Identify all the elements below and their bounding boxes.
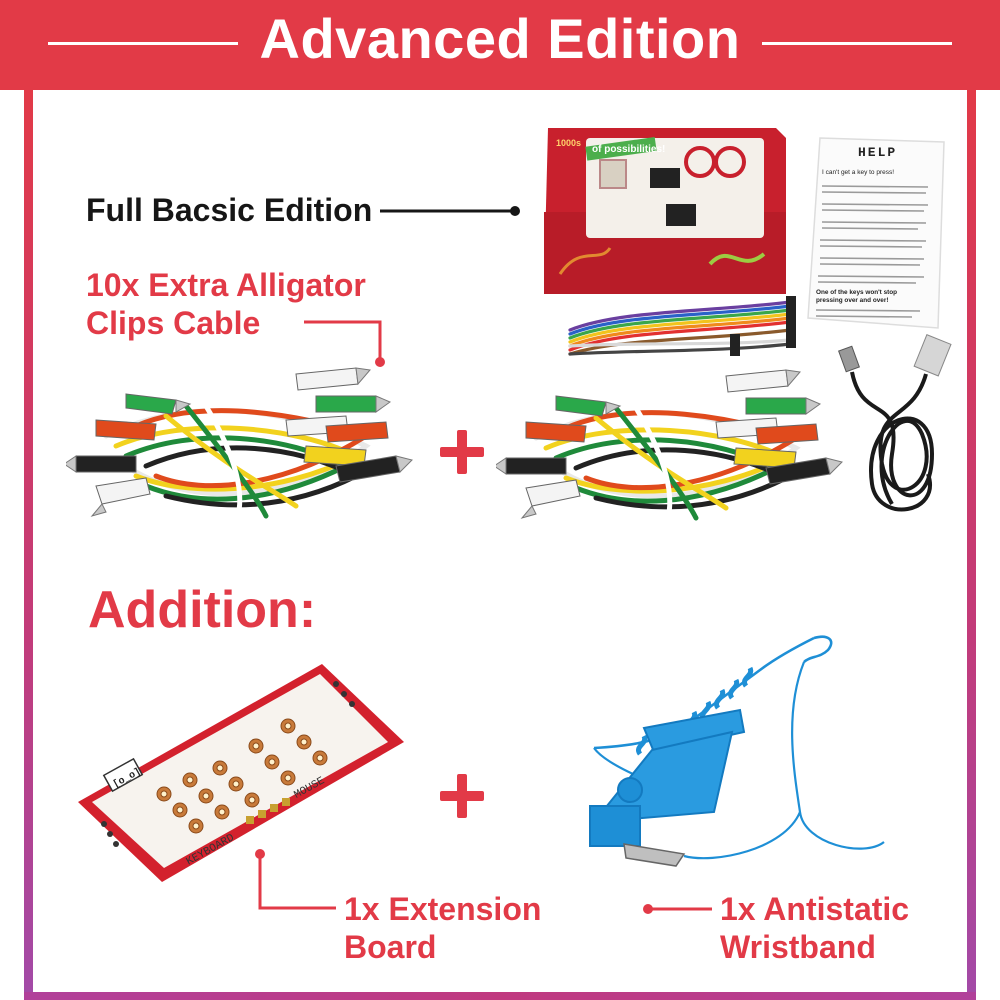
frame-bottom-border <box>24 992 976 1000</box>
antistatic-wristband-label: 1x Antistatic Wristband <box>720 890 909 966</box>
addition-heading: Addition: <box>88 581 317 639</box>
banner-rule-left <box>48 42 238 45</box>
extension-board-image: [o_o] KEYBOARD MOUSE <box>78 664 404 882</box>
help-card-title: HELP <box>858 145 897 160</box>
jumper-wires-image <box>568 296 796 356</box>
antistatic-wristband-label-line1: 1x Antistatic <box>720 891 910 927</box>
page-title: Advanced Edition <box>259 7 741 70</box>
antistatic-wristband-pointer <box>643 904 712 914</box>
full-basic-edition-label: Full Bacsic Edition <box>86 192 373 228</box>
extra-clips-label: 10x Extra Alligator Clips Cable <box>86 266 366 342</box>
frame-right-border <box>967 88 976 1000</box>
antistatic-wristband-label-line2: Wristband <box>720 929 876 965</box>
usb-cable-image <box>838 334 952 512</box>
banner-rule-right <box>762 42 952 45</box>
header-banner: Advanced Edition <box>0 0 1000 90</box>
extension-board-label: 1x Extension Board <box>344 890 541 966</box>
box-sticker-text: of possibilities! <box>592 144 665 155</box>
frame-left-border <box>24 88 33 1000</box>
extension-board-pointer <box>255 849 336 910</box>
help-card-bold-2: pressing over and over! <box>816 297 888 304</box>
help-card-bold-1: One of the keys won't stop <box>816 289 897 296</box>
extra-clips-label-line1: 10x Extra Alligator <box>86 267 366 303</box>
full-basic-pointer <box>380 206 520 216</box>
extra-clips-pointer <box>304 320 385 367</box>
antistatic-wristband-image <box>589 635 885 867</box>
box-counter-text: 1000s <box>556 138 581 148</box>
help-card-image: HELP I can't get a key to press! One of … <box>807 137 945 329</box>
alligator-clips-left-image <box>66 367 413 525</box>
extra-clips-label-line2: Clips Cable <box>86 305 261 341</box>
extension-board-label-line1: 1x Extension <box>344 891 542 927</box>
plus-icon-top <box>440 430 484 474</box>
product-box-image: of possibilities! 1000s <box>544 128 786 294</box>
help-card-question: I can't get a key to press! <box>822 169 894 176</box>
plus-icon-bottom <box>440 774 484 818</box>
extension-board-label-line2: Board <box>344 929 437 965</box>
alligator-clips-right-image <box>496 369 843 527</box>
